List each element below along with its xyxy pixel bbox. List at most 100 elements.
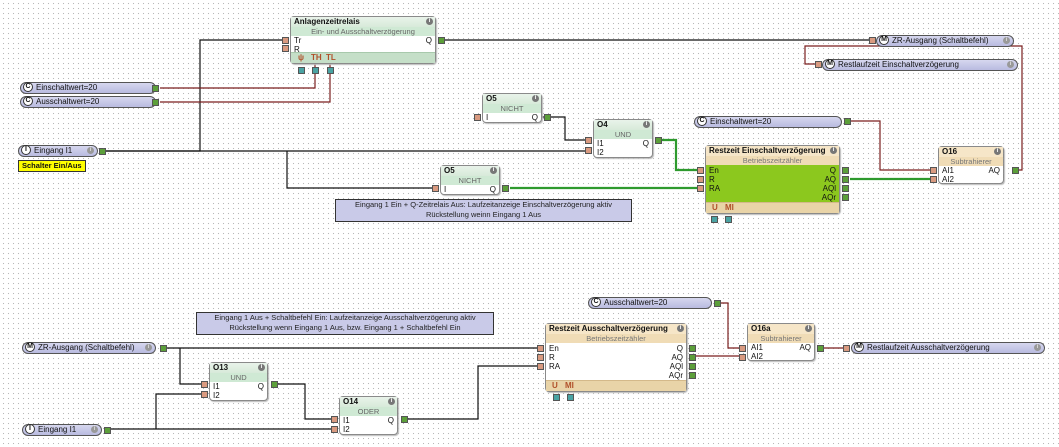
info-icon[interactable]: i [388,398,395,405]
output-port[interactable] [844,118,851,125]
input-port-i1[interactable] [331,416,338,423]
output-port-aq[interactable] [689,354,696,361]
input-port-i2[interactable] [201,391,208,398]
input-port-en[interactable] [697,167,704,174]
param-port-u[interactable] [711,216,718,223]
comment-note-bottom[interactable]: Eingang 1 Aus + Schaltbefehl Ein: Laufze… [196,312,494,335]
port-label-i: I [444,185,447,194]
info-icon[interactable]: i [805,325,812,332]
info-icon[interactable]: i [91,426,98,433]
input-port-ai2[interactable] [739,354,746,361]
info-icon[interactable]: i [490,167,497,174]
input-port-i1[interactable] [201,381,208,388]
input-port-i2[interactable] [331,426,338,433]
output-port-q[interactable] [271,381,278,388]
input-port-i1[interactable] [585,137,592,144]
input-port-ai1[interactable] [739,345,746,352]
output-port-aq[interactable] [842,176,849,183]
info-icon[interactable]: i [426,18,433,25]
output-port-q[interactable] [655,137,662,144]
port-label-q: Q [489,185,496,194]
output-port[interactable] [99,148,106,155]
param-bar: ψ TH TL [291,52,435,63]
output-port[interactable] [152,99,159,106]
comment-note-top[interactable]: Eingang 1 Ein + Q-Zeitrelais Aus: Laufze… [335,199,632,222]
info-icon[interactable]: i [643,121,650,128]
output-port[interactable] [160,345,167,352]
info-icon[interactable]: i [830,147,837,154]
info-icon[interactable]: i [677,325,684,332]
output-port-q[interactable] [842,167,849,174]
param-port-remanence[interactable] [298,67,305,74]
param-port-th[interactable] [312,67,319,74]
info-icon[interactable]: i [87,147,94,154]
info-icon[interactable]: i [258,364,265,371]
info-icon[interactable]: i [994,148,1001,155]
input-port-r[interactable] [282,45,289,52]
input-port-i[interactable] [474,114,481,121]
input-port[interactable] [815,61,822,68]
info-icon[interactable]: i [1007,61,1014,68]
output-port-aql[interactable] [842,185,849,192]
info-icon[interactable]: i [1034,344,1041,351]
input-port-i[interactable] [432,185,439,192]
terminal-label: Restlaufzeit Ausschaltverzögerung [867,343,990,352]
param-port-u[interactable] [553,394,560,401]
output-port-aq[interactable] [817,345,824,352]
input-port[interactable] [869,37,876,44]
output-port-aq[interactable] [1012,167,1019,174]
output-port-aqr[interactable] [842,194,849,201]
port-label-aq: AQ [671,353,683,362]
output-port-q[interactable] [502,185,509,192]
input-port[interactable] [843,345,850,352]
info-icon[interactable]: i [1003,37,1010,44]
output-port[interactable] [152,85,159,92]
output-port-aqr[interactable] [689,372,696,379]
input-port-r[interactable] [697,176,704,183]
input-port-i2[interactable] [585,147,592,154]
param-label-u: U [552,381,558,390]
output-port[interactable] [104,427,111,434]
input-port-ai2[interactable] [930,176,937,183]
info-icon[interactable]: i [532,95,539,102]
output-port-q[interactable] [401,416,408,423]
input-port-ra[interactable] [697,185,704,192]
input-port-r[interactable] [537,354,544,361]
param-port-tl[interactable] [327,67,334,74]
input-port-ra[interactable] [537,363,544,370]
output-port-q[interactable] [544,114,551,121]
param-bar: U MI [706,202,839,213]
output-port-q[interactable] [689,345,696,352]
info-icon[interactable]: i [145,344,152,351]
input-port-en[interactable] [537,345,544,352]
terminal-label: Einschaltwert=20 [36,83,98,92]
output-port-aql[interactable] [689,363,696,370]
output-port[interactable] [714,300,721,307]
param-port-mi[interactable] [567,394,574,401]
terminal-label: Ausschaltwert=20 [604,298,668,307]
output-port-q[interactable] [438,37,445,44]
param-port-mi[interactable] [725,216,732,223]
input-port-tr[interactable] [282,37,289,44]
input-port-ai1[interactable] [930,167,937,174]
